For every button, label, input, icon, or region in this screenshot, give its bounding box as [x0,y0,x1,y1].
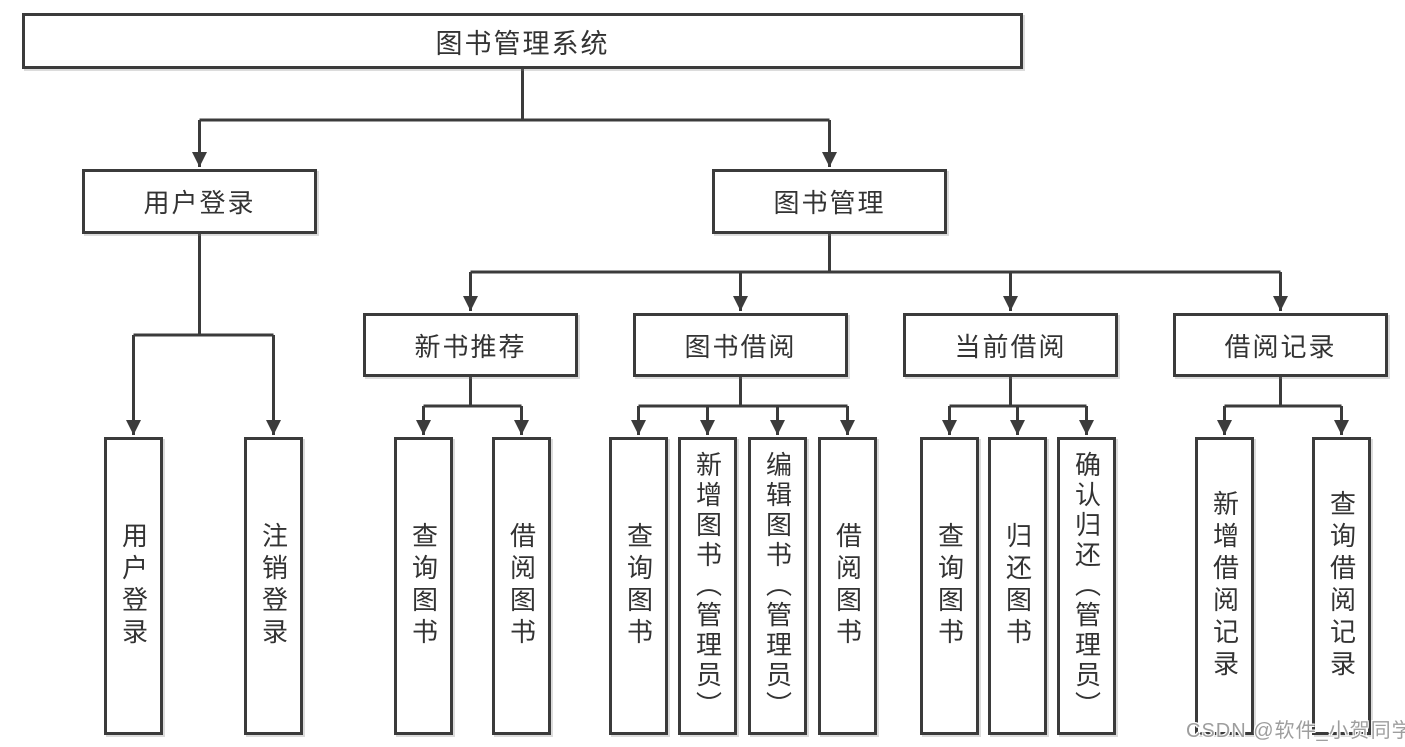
node-new-book-recommend: 新书推荐 [363,313,578,377]
node-book-management: 图书管理 [712,169,947,234]
node-book-borrow: 图书借阅 [633,313,848,377]
leaf-query-books-current: 查询图书 [920,437,979,735]
leaf-return-book: 归还图书 [988,437,1047,735]
leaf-borrow-books-recommend: 借阅图书 [492,437,551,735]
leaf-add-book-admin: 新增图书（管理员） [678,437,737,735]
watermark-text: CSDN @软件_小贺同学 [1186,720,1405,742]
leaf-confirm-return-admin: 确认归还（管理员） [1057,437,1116,735]
node-borrow-records: 借阅记录 [1173,313,1388,377]
leaf-logout: 注销登录 [244,437,303,735]
leaf-query-books-recommend: 查询图书 [394,437,453,735]
leaf-borrow-books: 借阅图书 [818,437,877,735]
leaf-query-books-borrow: 查询图书 [609,437,668,735]
node-current-borrow: 当前借阅 [903,313,1118,377]
leaf-query-borrow-record: 查询借阅记录 [1312,437,1371,735]
node-library-system: 图书管理系统 [22,13,1023,69]
leaf-user-login: 用户登录 [104,437,163,735]
leaf-edit-book-admin: 编辑图书（管理员） [748,437,807,735]
leaf-add-borrow-record: 新增借阅记录 [1195,437,1254,735]
node-user-login: 用户登录 [82,169,317,234]
